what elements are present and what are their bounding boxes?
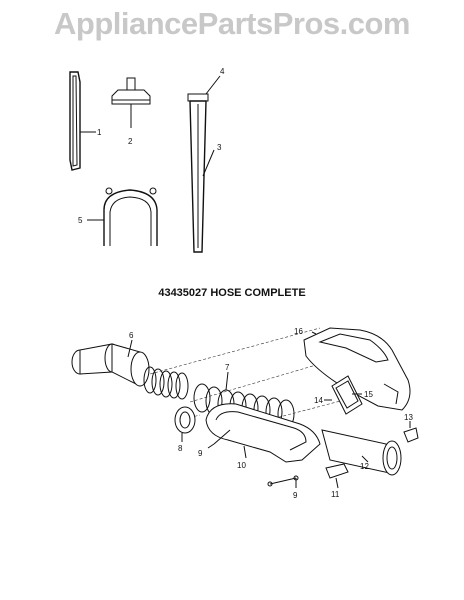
part-tool-clip: 5 (78, 187, 158, 246)
part-end-tube: 12 (321, 429, 402, 476)
callout-16: 16 (294, 327, 303, 336)
part-hose-cuff: 6 (71, 331, 150, 387)
part-upholstery-nozzle: 2 (111, 77, 151, 146)
callout-9b: 9 (293, 491, 298, 500)
callout-14: 14 (314, 396, 323, 405)
part-switch: 11 (325, 463, 349, 499)
part-screws: 9 9 (198, 429, 299, 500)
callout-3: 3 (217, 143, 222, 152)
part-latch: 13 (403, 413, 419, 443)
part-handle-lower: 10 (205, 403, 321, 470)
callout-6: 6 (129, 331, 134, 340)
callout-7: 7 (225, 363, 230, 372)
callout-15: 15 (364, 390, 373, 399)
callout-1: 1 (97, 128, 102, 137)
callout-5: 5 (78, 216, 83, 225)
callout-11: 11 (331, 490, 340, 499)
callout-4: 4 (220, 67, 225, 76)
watermark-text: AppliancePartsPros.com (54, 6, 410, 41)
callout-13: 13 (404, 413, 413, 422)
part-extension-wand: 3 4 (187, 67, 225, 253)
part-inserts: 14 15 (314, 375, 373, 415)
callout-12: 12 (360, 462, 369, 471)
callout-10: 10 (237, 461, 246, 470)
callout-9a: 9 (198, 449, 203, 458)
part-crevice-tool: 1 (69, 71, 102, 171)
part-ring: 8 (174, 406, 196, 453)
part-hose-coil-front (143, 366, 189, 400)
assembly-title: 43435027 HOSE COMPLETE (158, 287, 306, 299)
callout-8: 8 (178, 444, 183, 453)
callout-2: 2 (128, 137, 133, 146)
part-handle-upper: 16 (294, 327, 411, 411)
